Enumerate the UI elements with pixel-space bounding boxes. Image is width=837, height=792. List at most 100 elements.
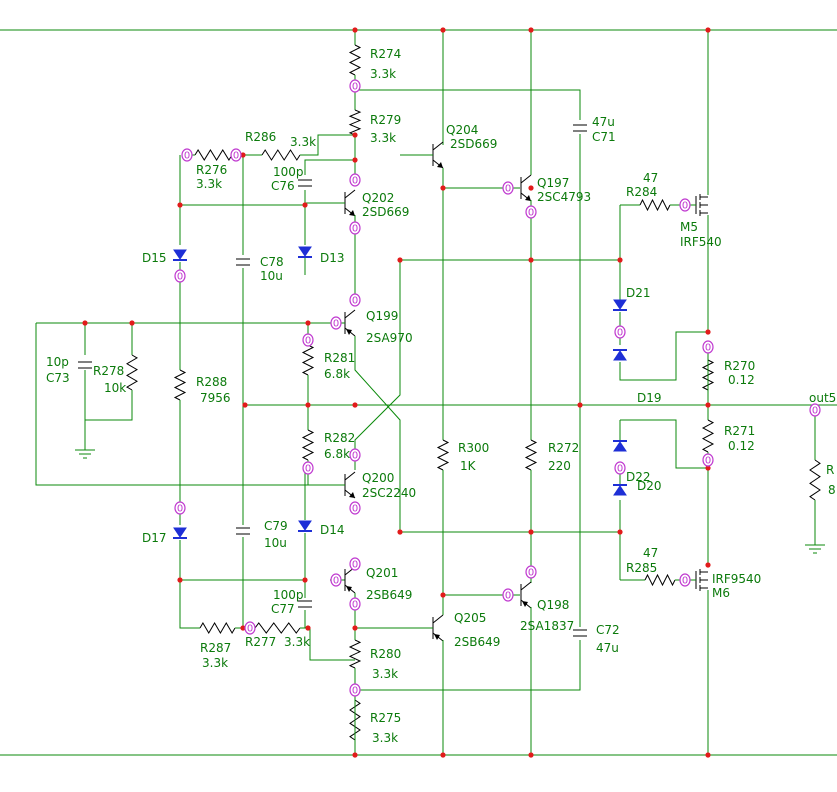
component-label: R286	[245, 130, 276, 144]
Q199-transistor	[344, 309, 356, 319]
R277-resistor	[254, 622, 301, 634]
junction-dot	[705, 329, 711, 335]
junction-dot	[397, 529, 403, 535]
junction-dot	[352, 402, 358, 408]
node-marker-ring	[525, 565, 537, 579]
node-marker-label: 0	[705, 456, 711, 467]
component-label: Q198	[537, 598, 569, 612]
node-marker-label: 0	[705, 343, 711, 354]
D21-diode	[613, 299, 627, 310]
node-marker-ring	[679, 198, 691, 212]
component-label: 2SB649	[366, 588, 412, 602]
component-label: 47u	[596, 641, 619, 655]
junction-dot	[352, 752, 358, 758]
R280-resistor	[348, 639, 362, 669]
node-marker: 0	[525, 205, 537, 219]
node-marker: 0	[502, 181, 514, 195]
component-label: R280	[370, 647, 401, 661]
node-marker-ring	[174, 269, 186, 283]
component-label: 7956	[200, 391, 231, 405]
component-label: 6.8k	[324, 367, 350, 381]
component-label: R274	[370, 47, 401, 61]
D17-diode	[173, 527, 187, 538]
D22-diode	[613, 441, 627, 452]
R279-resistor	[348, 109, 362, 136]
component-label: 2SC2240	[362, 486, 416, 500]
component-label: D17	[142, 531, 167, 545]
component-label: 47	[643, 546, 658, 560]
node-marker-ring	[809, 403, 821, 417]
component-label: R275	[370, 711, 401, 725]
node-marker-ring	[349, 293, 361, 307]
D21b-diode	[613, 350, 627, 361]
junction-dot	[440, 27, 446, 33]
component-label: 1K	[460, 459, 477, 473]
junction-dot	[240, 152, 246, 158]
wire	[354, 336, 401, 532]
component-label: D13	[320, 251, 345, 265]
node-marker-label: 0	[352, 224, 358, 235]
component-label: 47	[643, 171, 658, 185]
junction-dot	[705, 752, 711, 758]
Q205-transistor-arrow	[434, 634, 440, 640]
component-label: 220	[548, 459, 571, 473]
Q204-transistor-arrow	[437, 162, 443, 168]
R287-resistor	[199, 622, 236, 634]
junction-dot	[302, 202, 308, 208]
node-marker-ring	[349, 173, 361, 187]
component-label: 10p	[46, 355, 69, 369]
node-marker-label: 0	[617, 464, 623, 475]
node-marker-label: 0	[305, 336, 311, 347]
R286-resistor	[261, 149, 301, 161]
component-label: C71	[592, 130, 616, 144]
junction-dot	[440, 752, 446, 758]
component-label: 100p	[273, 588, 304, 602]
component-label: C77	[271, 602, 295, 616]
junction-dot	[528, 185, 534, 191]
node-marker: 0	[349, 557, 361, 571]
component-label: R272	[548, 441, 579, 455]
component-label: 2SD669	[450, 137, 497, 151]
component-label: R277	[245, 635, 276, 649]
D15-diode	[173, 249, 187, 260]
junction-dot	[528, 257, 534, 263]
component-label: R300	[458, 441, 489, 455]
component-label: D21	[626, 286, 651, 300]
node-marker: 0	[349, 173, 361, 187]
component-label: R	[826, 463, 834, 477]
component-label: R278	[93, 364, 124, 378]
R274-resistor	[348, 44, 362, 76]
node-marker-label: 0	[528, 208, 534, 219]
component-label: R270	[724, 359, 755, 373]
junction-dot	[705, 562, 711, 568]
node-marker-ring	[525, 205, 537, 219]
component-label: 6.8k	[324, 447, 350, 461]
component-label: 0.12	[728, 373, 755, 387]
Q202-transistor	[344, 189, 356, 199]
component-label: R284	[626, 185, 657, 199]
component-label: 3.3k	[372, 731, 398, 745]
node-marker: 0	[230, 148, 242, 162]
R285-resistor	[644, 573, 676, 587]
component-label: 2SB649	[454, 635, 500, 649]
Q200-transistor	[344, 471, 356, 481]
junction-dot	[177, 202, 183, 208]
node-marker: 0	[502, 588, 514, 602]
component-label: R281	[324, 351, 355, 365]
node-marker-ring	[302, 461, 314, 475]
node-marker: 0	[349, 683, 361, 697]
node-marker-ring	[349, 448, 361, 462]
node-marker-ring	[349, 501, 361, 515]
component-label: 3.3k	[372, 667, 398, 681]
component-label: D14	[320, 523, 345, 537]
junction-dot	[577, 402, 583, 408]
junction-dot	[440, 592, 446, 598]
component-label: Q200	[362, 471, 394, 485]
node-marker-ring	[181, 148, 193, 162]
junction-dot	[352, 27, 358, 33]
node-marker-label: 0	[177, 504, 183, 515]
R281-resistor	[301, 344, 315, 376]
wire	[355, 640, 581, 691]
Q202-transistor-arrow	[349, 210, 355, 216]
R284-resistor	[639, 198, 671, 212]
